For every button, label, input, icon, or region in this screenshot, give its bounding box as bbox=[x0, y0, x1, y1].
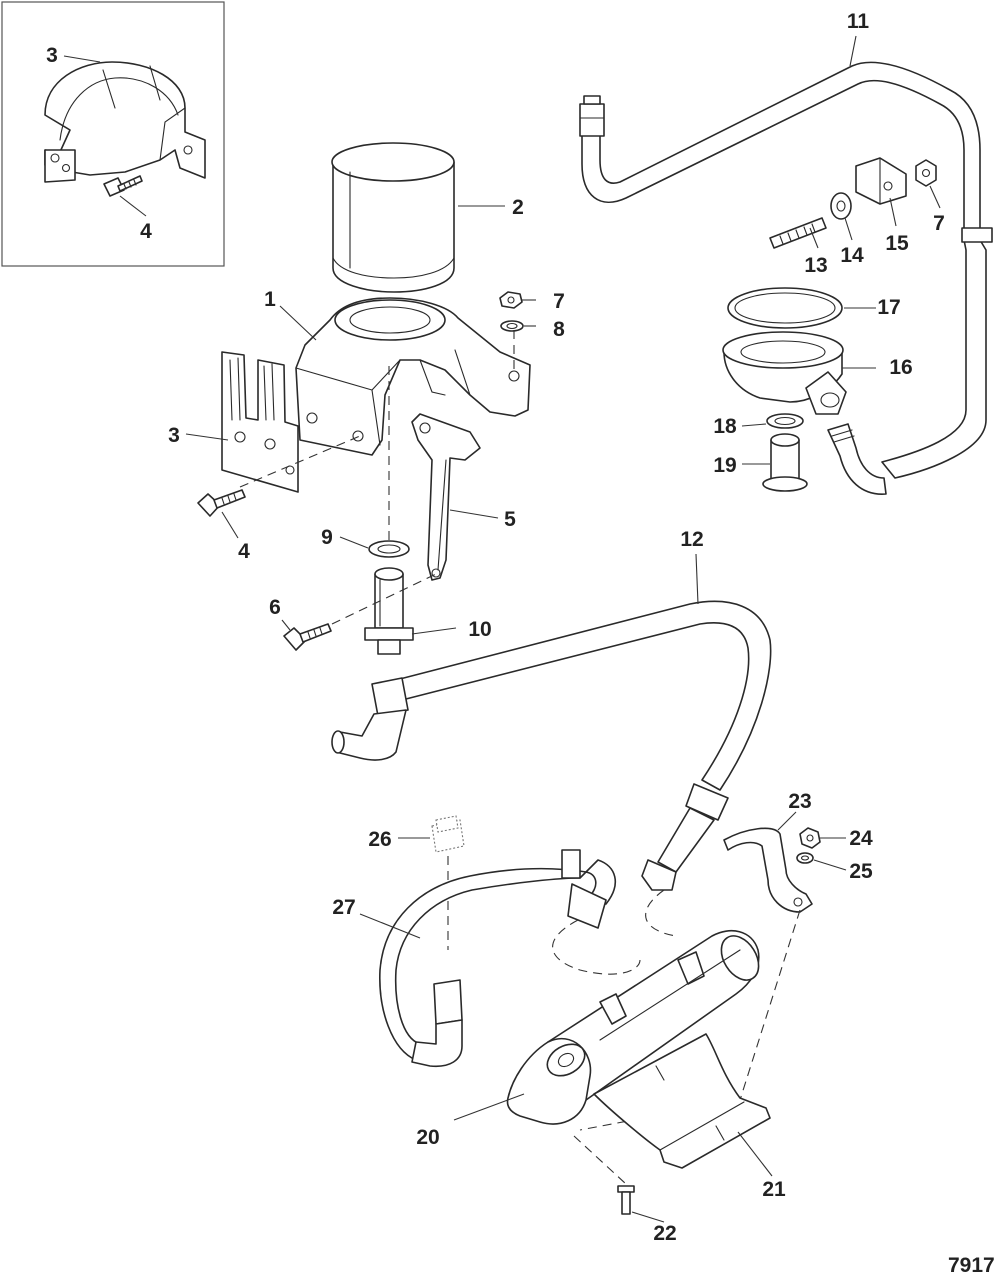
oil-cooler-20 bbox=[506, 929, 760, 1125]
strap-23 bbox=[723, 827, 813, 913]
washer-14 bbox=[830, 192, 852, 220]
screw-6 bbox=[283, 623, 332, 651]
assembly-line bbox=[552, 919, 641, 975]
cradle-21 bbox=[593, 1033, 771, 1169]
callout-27: 27 bbox=[332, 896, 355, 919]
oring-9 bbox=[368, 540, 410, 558]
filter-adapter-16 bbox=[722, 331, 847, 415]
callout-17: 17 bbox=[877, 296, 900, 319]
callout-22: 22 bbox=[653, 1222, 676, 1245]
elbow-fitting-12 bbox=[331, 677, 409, 761]
callout-16: 16 bbox=[889, 356, 912, 379]
leader-lines bbox=[185, 35, 941, 1223]
callout-26: 26 bbox=[368, 828, 391, 851]
screw-22 bbox=[617, 1185, 635, 1215]
callout-4: 4 bbox=[238, 540, 250, 563]
hose-27 bbox=[379, 849, 617, 1068]
callout-23: 23 bbox=[788, 790, 811, 813]
oring-18 bbox=[766, 413, 804, 429]
nut-7-right bbox=[915, 159, 937, 187]
washer-8 bbox=[500, 320, 524, 332]
callout-4-inset: 4 bbox=[140, 220, 152, 243]
nut-7-top bbox=[499, 291, 523, 309]
callout-7-top: 7 bbox=[553, 290, 565, 313]
callout-18: 18 bbox=[713, 415, 737, 438]
callout-7-right: 7 bbox=[933, 212, 945, 235]
callout-3-inset: 3 bbox=[46, 44, 58, 67]
callout-3: 3 bbox=[168, 424, 180, 447]
inset-panel: 3 4 bbox=[1, 1, 225, 267]
elbow-fitting-right bbox=[827, 423, 887, 495]
callout-2: 2 bbox=[512, 196, 524, 219]
callout-11: 11 bbox=[847, 10, 870, 33]
callout-5: 5 bbox=[504, 508, 516, 531]
callout-8: 8 bbox=[553, 318, 565, 341]
clamp-bracket-3 bbox=[221, 351, 299, 493]
assembly-line bbox=[239, 435, 361, 488]
seal-ring-17 bbox=[727, 287, 843, 329]
callout-9: 9 bbox=[321, 526, 333, 549]
hose-12 bbox=[395, 600, 772, 891]
plug-26-ghost bbox=[431, 815, 465, 853]
assembly-line bbox=[645, 889, 677, 937]
fitting-10 bbox=[364, 567, 414, 655]
callout-6: 6 bbox=[269, 596, 281, 619]
support-bracket-5 bbox=[411, 413, 481, 581]
callout-20: 20 bbox=[416, 1126, 439, 1149]
stud-13 bbox=[769, 217, 827, 249]
filter-mount-bracket bbox=[295, 297, 531, 456]
filter-element bbox=[331, 142, 455, 293]
callout-13: 13 bbox=[804, 254, 827, 277]
callout-1: 1 bbox=[264, 288, 276, 311]
callout-24: 24 bbox=[849, 827, 873, 850]
assembly-line bbox=[331, 573, 437, 625]
fitting-19 bbox=[762, 433, 808, 492]
figure-number: 7917 bbox=[948, 1254, 995, 1277]
clamp-bracket-inset bbox=[44, 61, 206, 183]
callout-12: 12 bbox=[680, 528, 703, 551]
callout-21: 21 bbox=[762, 1178, 786, 1201]
nut-24 bbox=[799, 827, 821, 849]
assembly-line bbox=[573, 1135, 627, 1185]
screw-4 bbox=[197, 489, 246, 517]
hose-11 bbox=[579, 61, 993, 479]
washer-25 bbox=[796, 852, 814, 864]
callout-14: 14 bbox=[840, 244, 864, 267]
screw-4-inset bbox=[103, 175, 143, 197]
callout-15: 15 bbox=[885, 232, 909, 255]
clip-15 bbox=[855, 157, 907, 205]
callout-19: 19 bbox=[713, 454, 736, 477]
callout-25: 25 bbox=[849, 860, 873, 883]
callout-10: 10 bbox=[468, 618, 491, 641]
